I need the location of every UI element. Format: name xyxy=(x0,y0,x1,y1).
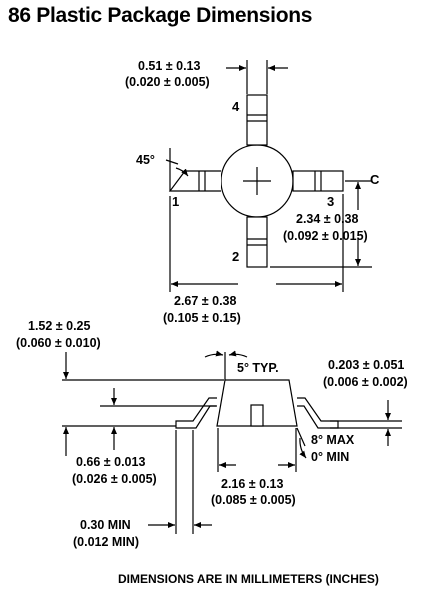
pin-label-4: 4 xyxy=(232,99,240,114)
lead-front xyxy=(250,404,264,427)
units-note: DIMENSIONS ARE IN MILLIMETERS (INCHES) xyxy=(118,572,379,586)
body-height-mm: 1.52 ± 0.25 xyxy=(28,319,91,333)
foot-length-mm: 0.30 MIN xyxy=(80,518,131,532)
lead-right xyxy=(297,397,339,429)
body-length-mm: 2.16 ± 0.13 xyxy=(221,477,284,491)
lead-3 xyxy=(292,170,344,192)
lead-width-mm: 0.51 ± 0.13 xyxy=(138,59,201,73)
page-title: 86 Plastic Package Dimensions xyxy=(8,4,313,27)
taper-label: 5° TYP. xyxy=(237,361,279,375)
lead-2 xyxy=(246,216,268,268)
lead-1 xyxy=(168,170,221,192)
side-view xyxy=(62,350,402,534)
lead-left xyxy=(175,397,217,429)
width-mm: 2.67 ± 0.38 xyxy=(174,294,237,308)
foot-length-in: (0.012 MIN) xyxy=(73,535,139,549)
pin-label-2: 2 xyxy=(232,249,239,264)
standoff-mm: 0.66 ± 0.013 xyxy=(76,455,145,469)
centerline-symbol: C xyxy=(370,172,380,187)
height-mm: 2.34 ± 0.38 xyxy=(296,212,359,226)
width-in: (0.105 ± 0.15) xyxy=(163,311,241,325)
foot-angle-min: 0° MIN xyxy=(311,450,349,464)
angle-45-label: 45° xyxy=(136,153,155,167)
top-view xyxy=(165,60,372,292)
lead-thickness-mm: 0.203 ± 0.051 xyxy=(328,358,404,372)
lead-thickness-in: (0.006 ± 0.002) xyxy=(323,375,408,389)
body-height-in: (0.060 ± 0.010) xyxy=(16,336,101,350)
height-in: (0.092 ± 0.015) xyxy=(283,229,368,243)
foot-angle-max: 8° MAX xyxy=(311,433,355,447)
body-length-in: (0.085 ± 0.005) xyxy=(211,493,296,507)
package-body-side xyxy=(216,379,298,427)
standoff-in: (0.026 ± 0.005) xyxy=(72,472,157,486)
pin-label-3: 3 xyxy=(327,194,334,209)
lead-width-in: (0.020 ± 0.005) xyxy=(125,75,210,89)
lead-4 xyxy=(246,94,268,146)
pin-label-1: 1 xyxy=(172,194,179,209)
